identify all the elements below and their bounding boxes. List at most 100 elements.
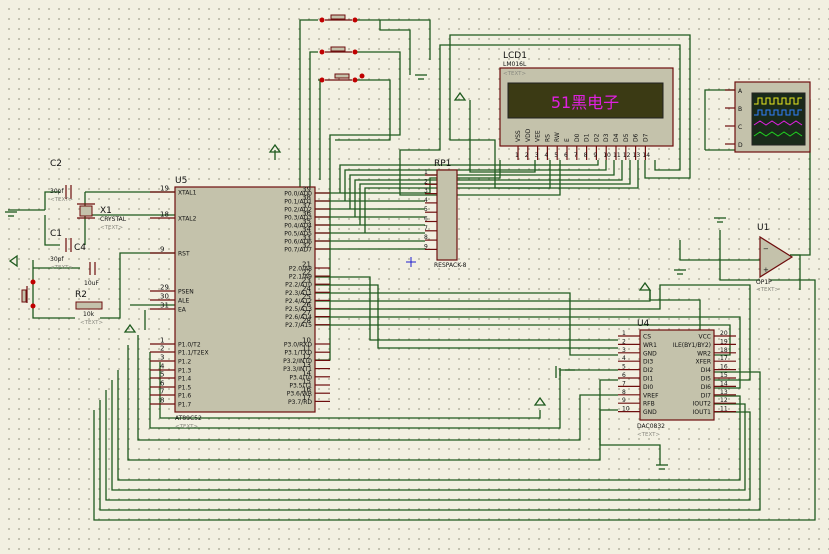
lcd-ref: LCD1 (503, 51, 527, 61)
crystal-x1[interactable]: X1 CRYSTAL <TEXT> (77, 203, 127, 231)
dac-pin-label: XFER (695, 359, 711, 366)
mcu-pin-label: P3.7/RD (288, 399, 312, 406)
lcd-pin-number: 1 (515, 152, 519, 159)
mcu-pin-label: P3.4/T0 (289, 374, 312, 381)
ground-icon (5, 211, 17, 217)
mcu-pin-number: 37 (302, 202, 311, 210)
lcd-pin-number: 9 (593, 152, 597, 159)
rp-ref: RP1 (434, 159, 451, 169)
rp-pin-number: 4 (424, 197, 428, 204)
mcu-pin-number: 17 (302, 394, 311, 402)
mcu-pin-number: 39 (302, 186, 311, 194)
capacitor-c1[interactable]: C1 30pf <TEXT> (50, 229, 73, 271)
mcu-pin-number: 28 (302, 317, 311, 325)
mcu-pin-label: P2.5/A13 (285, 306, 312, 313)
rp-pin-number: 3 (424, 188, 428, 195)
dac-pin-label: ILE(BY1/BY2) (673, 342, 711, 349)
cursor-marker-icon (406, 257, 416, 267)
mcu-pin-label: P1.7 (178, 402, 191, 409)
mcu-pin-number: 26 (302, 301, 311, 309)
mcu-pin-label: P1.4 (178, 376, 191, 383)
push-button-3[interactable] (319, 73, 365, 83)
mcu-pin-number: 15 (302, 378, 311, 386)
dac-pin-label: IOUT1 (693, 409, 712, 416)
lcd-pin-label: D4 (613, 133, 620, 142)
mcu-pin-number: 34 (302, 226, 311, 234)
rp-pin-number: 7 (424, 225, 428, 232)
mcu-pin-label: P3.0/RXD (284, 342, 312, 349)
scope-channel-label: D (738, 142, 743, 149)
mcu-pin-number: 11 (302, 345, 311, 353)
mcu-pin-label: P3.3/INT1 (283, 366, 312, 373)
dac-pin-label: WR2 (697, 350, 711, 357)
resistor-r2[interactable]: R2 10k <TEXT> (75, 290, 103, 326)
capacitor-c4[interactable]: C4 10uF (74, 243, 99, 287)
dac-pin-number: 6 (622, 372, 626, 379)
lcd-pin-number: 13 (633, 152, 641, 159)
dac-text-tag: <TEXT> (637, 432, 660, 438)
lcd-pin-label: D1 (584, 133, 591, 142)
push-button-reset[interactable] (21, 279, 36, 309)
mcu-pin-number: 30 (160, 293, 169, 301)
mcu-pin-label: P0.3/AD3 (284, 215, 312, 222)
mcu-pin-number: 18 (160, 211, 169, 219)
mcu-pin-number: 25 (302, 293, 311, 301)
mcu-pin-number: 7 (160, 388, 164, 396)
mcu-pin-number: 21 (302, 261, 311, 269)
dac-pin-label: DI5 (701, 376, 711, 383)
dac-pin-label: VCC (699, 334, 711, 341)
lcd-pin-number: 3 (535, 152, 539, 159)
lcd-display-text: 51黑电子 (551, 93, 619, 112)
mcu-pin-number: 23 (302, 277, 311, 285)
scope-trace-b (754, 109, 802, 116)
power-symbols (8, 91, 652, 406)
lcd-text-tag: <TEXT> (503, 71, 526, 77)
mcu-text-tag: <TEXT> (175, 424, 198, 430)
capacitor-c2[interactable]: C2 30pf <TEXT> (50, 159, 73, 203)
dac-dac0832[interactable]: U4 DAC0832 <TEXT> CS1WR12GND3DI34DI25DI1… (618, 319, 736, 438)
lcd-pins: VSS1VDD2VEE3RS4RW5E6D07D18D29D310D411D51… (515, 128, 650, 160)
mcu-at89c52[interactable]: U5 AT89C52 <TEXT> XTAL119XTAL218RST9PSEN… (150, 176, 330, 430)
lcd-pin-label: RW (554, 132, 561, 142)
r2-text-tag: <TEXT> (80, 320, 103, 326)
dac-pin-number: 13 (720, 389, 728, 396)
lcd-pin-number: 5 (554, 152, 558, 159)
mcu-pin-label: P0.0/AD0 (284, 191, 312, 198)
dac-pin-label: DI2 (643, 367, 653, 374)
c1-ref: C1 (50, 229, 62, 239)
lcd-pin-number: 14 (642, 152, 650, 159)
lcd-pin-number: 2 (525, 152, 529, 159)
mcu-pin-label: P2.0/A8 (289, 266, 312, 273)
mcu-pins: XTAL119XTAL218RST9PSEN29ALE30EA31P1.0/T2… (150, 185, 330, 409)
mcu-pin-label: P1.1/T2EX (178, 350, 209, 357)
mcu-pin-number: 3 (160, 354, 164, 362)
lcd-pin-number: 8 (584, 152, 588, 159)
mcu-pin-number: 4 (160, 363, 165, 371)
dac-pin-label: GND (643, 409, 657, 416)
dac-pin-label: IOUT2 (693, 401, 712, 408)
push-button-2[interactable] (319, 46, 358, 55)
dac-pin-label: CS (643, 334, 651, 341)
ground-icon (656, 464, 668, 470)
lcd-pin-label: RS (544, 134, 551, 142)
dac-pin-label: VREF (643, 392, 659, 399)
mcu-pin-number: 31 (160, 302, 169, 310)
ground-symbols (5, 74, 726, 470)
opamp-u1[interactable]: U1 OP1P <TEXT> − + (756, 223, 794, 293)
mcu-pin-label: P1.3 (178, 368, 191, 375)
opamp-ref: U1 (757, 223, 769, 233)
lcd-module[interactable]: 51黑电子 LCD1 LM016L <TEXT> VSS1VDD2VEE3RS4… (499, 51, 674, 160)
push-button-1[interactable] (319, 14, 358, 23)
mcu-pin-label: RST (178, 251, 190, 258)
scope-channel-label: B (738, 106, 742, 113)
dac-pin-label: DI0 (643, 384, 653, 391)
rp-pin-number: 5 (424, 206, 428, 213)
mcu-pin-number: 27 (302, 309, 311, 317)
lcd-pin-label: D7 (642, 133, 649, 142)
c1-value: 30pf (50, 256, 64, 263)
c2-text-tag: <TEXT> (50, 197, 73, 203)
mcu-pin-label: PSEN (178, 289, 194, 296)
